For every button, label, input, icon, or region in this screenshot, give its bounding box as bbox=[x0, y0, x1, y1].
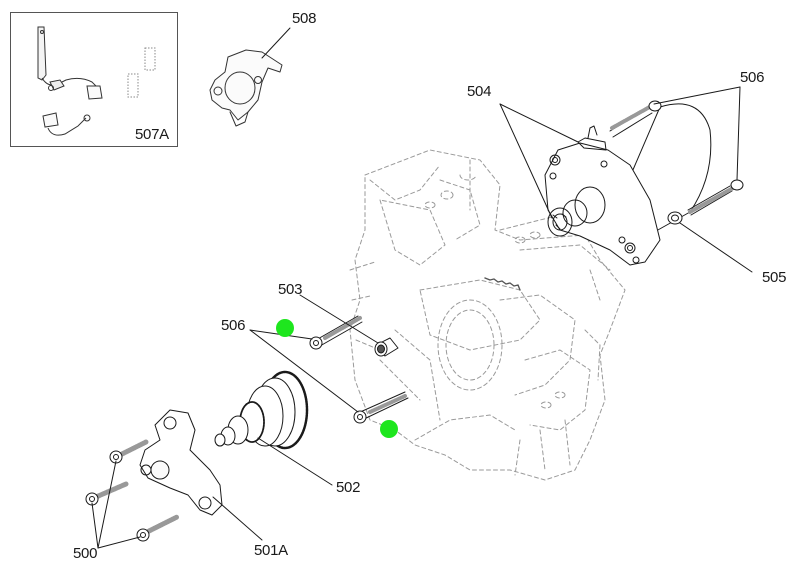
label-507A: 507A bbox=[135, 126, 169, 143]
crankcase-serration bbox=[484, 277, 521, 291]
brush-holder-plate-drawing bbox=[209, 49, 283, 127]
short-screws-drawing bbox=[85, 439, 180, 542]
label-500: 500 bbox=[73, 545, 98, 562]
bushing-drawing bbox=[374, 337, 399, 357]
label-502: 502 bbox=[336, 479, 361, 496]
washer-drawing bbox=[667, 211, 683, 225]
label-506-right: 506 bbox=[740, 69, 765, 86]
leader-501A bbox=[212, 496, 263, 541]
label-506-left: 506 bbox=[221, 317, 246, 334]
leader-504-b bbox=[499, 103, 579, 143]
label-501A: 501A bbox=[254, 542, 288, 559]
label-505: 505 bbox=[762, 269, 787, 286]
label-503: 503 bbox=[278, 281, 303, 298]
leader-502 bbox=[257, 437, 333, 486]
leader-503 bbox=[299, 294, 379, 344]
bracket-drawing bbox=[139, 409, 223, 516]
green-marker-1[interactable] bbox=[276, 319, 294, 337]
starter-motor-drawing bbox=[544, 103, 712, 266]
green-marker-2[interactable] bbox=[380, 420, 398, 438]
leader-500-b bbox=[91, 502, 99, 549]
leader-504-a bbox=[499, 103, 553, 219]
long-screws-left-drawing bbox=[309, 315, 409, 424]
starter-drive-gear-drawing bbox=[214, 370, 309, 450]
label-508: 508 bbox=[292, 10, 317, 27]
label-504: 504 bbox=[467, 83, 492, 100]
engine-crankcase bbox=[349, 149, 626, 481]
leader-506-left-b bbox=[249, 329, 359, 413]
leader-505 bbox=[679, 222, 753, 273]
leader-508 bbox=[261, 27, 291, 59]
leader-506-right-b bbox=[736, 86, 741, 181]
leader-lines bbox=[91, 27, 753, 549]
leader-500-c bbox=[97, 536, 141, 549]
leader-506-right-a bbox=[653, 86, 741, 105]
leader-500-a bbox=[97, 460, 117, 549]
